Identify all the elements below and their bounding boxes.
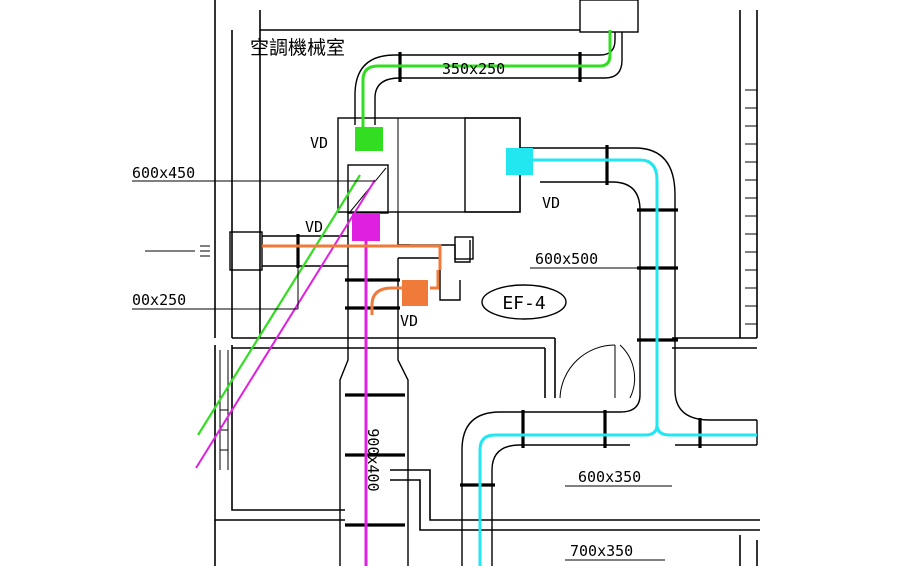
size-label-00x250: 00x250: [132, 291, 186, 309]
size-label-700x350: 700x350: [570, 542, 633, 560]
wall-top-room: [259, 10, 580, 31]
wall-lower-room-2: [390, 479, 760, 531]
green-damper-marker: [355, 127, 383, 151]
duct-left-branch: [262, 235, 348, 267]
duct-350x250: [354, 32, 623, 125]
fitting-box: [454, 236, 474, 260]
equipment-tag-ellipse: [481, 284, 567, 320]
left-louvre-box: [229, 231, 263, 271]
top-outlet-box: [579, 0, 639, 33]
route-cyan: [478, 148, 757, 566]
wall-bottom-left: [214, 345, 345, 521]
ductwork: [145, 0, 758, 566]
wall-lower-room: [390, 469, 760, 521]
size-label-350x250: 350x250: [442, 60, 505, 78]
size-label-600x450: 600x450: [132, 164, 195, 182]
duct-600x350: [491, 444, 757, 566]
vd-label-green: VD: [310, 134, 328, 152]
duct-vertical-main: [339, 212, 410, 566]
magenta-leader-line: [195, 179, 376, 469]
magenta-damper-marker: [352, 213, 380, 241]
cyan-route-line: [478, 158, 757, 566]
orange-damper-marker: [402, 280, 428, 306]
route-orange: [262, 244, 442, 315]
equipment-tag: EF-4: [502, 293, 545, 314]
building-walls: [214, 0, 760, 566]
size-label-600x500: 600x500: [535, 250, 598, 268]
size-label-vertical: 900x400: [364, 428, 382, 491]
door-swings: [559, 344, 636, 399]
green-leader-line: [197, 174, 361, 436]
vd-label-orange: VD: [400, 312, 418, 330]
route-green: [197, 30, 612, 436]
size-label-600x350: 600x350: [578, 468, 641, 486]
route-magenta: [195, 179, 380, 566]
duct-600x500: [461, 147, 757, 566]
louvre-lines: [219, 89, 757, 470]
orange-route-line-branch: [370, 270, 440, 315]
vd-label-cyan: VD: [542, 194, 560, 212]
wall-bottom-left-inner: [231, 345, 345, 511]
green-route-line: [361, 30, 612, 130]
room-label: 空調機械室: [250, 37, 345, 59]
orange-route-line-main: [262, 244, 442, 270]
cyan-damper-marker: [506, 148, 533, 175]
vd-label-magenta: VD: [305, 218, 323, 236]
